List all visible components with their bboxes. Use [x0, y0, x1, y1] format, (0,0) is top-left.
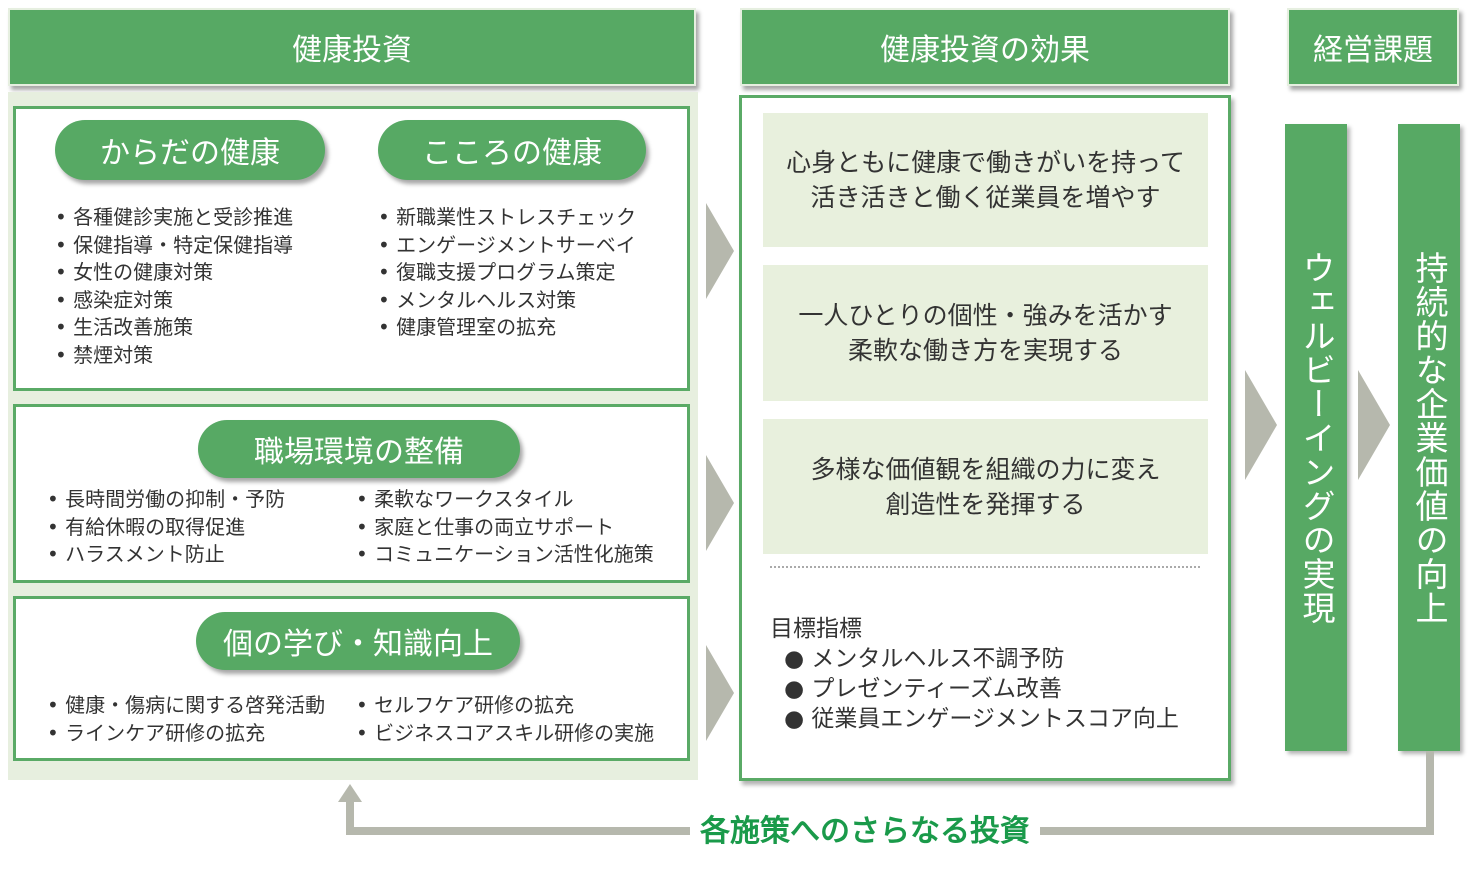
- header-management-issue: 経営課題: [1287, 8, 1459, 86]
- arrow-up-icon: [338, 784, 362, 802]
- list-item: 健康管理室の拡充: [378, 314, 636, 342]
- list-item: 女性の健康対策: [55, 259, 293, 287]
- effect-text: 多様な価値観を組織の力に変え: [810, 454, 1161, 484]
- list-item: 長時間労働の抑制・予防: [47, 486, 285, 514]
- arrow-right-icon: [706, 455, 734, 551]
- list-item: 柔軟なワークスタイル: [356, 486, 654, 514]
- effect-item: 心身ともに健康で働きがいを持って活き活きと働く従業員を増やす: [763, 113, 1208, 247]
- header-investment-effect: 健康投資の効果: [740, 8, 1230, 86]
- list-item: 家庭と仕事の両立サポート: [356, 514, 654, 542]
- bullet-icon: ●: [784, 676, 812, 702]
- arrow-right-icon: [1358, 370, 1390, 480]
- bullet-icon: ●: [784, 646, 812, 672]
- list-item: 保健指導・特定保健指導: [55, 232, 293, 260]
- effect-text: 活き活きと働く従業員を増やす: [810, 183, 1161, 212]
- workplace-list-right: 柔軟なワークスタイル 家庭と仕事の両立サポート コミュニケーション活性化施策: [356, 486, 654, 569]
- mind-health-pill: こころの健康: [378, 120, 646, 180]
- learning-pill: 個の学び・知識向上: [196, 612, 520, 670]
- kpi-item: プレゼンティーズム改善: [811, 676, 1062, 702]
- list-item: 有給休暇の取得促進: [47, 514, 285, 542]
- effect-item: 一人ひとりの個性・強みを活かす柔軟な働き方を実現する: [763, 265, 1208, 401]
- header-health-investment: 健康投資: [8, 8, 696, 86]
- workplace-pill: 職場環境の整備: [198, 420, 520, 478]
- list-item: 禁煙対策: [55, 342, 293, 370]
- list-item: セルフケア研修の拡充: [356, 692, 654, 720]
- body-health-list: 各種健診実施と受診推進 保健指導・特定保健指導 女性の健康対策 感染症対策 生活…: [55, 204, 293, 369]
- effect-text: 創造性を発揮する: [885, 489, 1086, 519]
- effect-text: 柔軟な働き方を実現する: [847, 336, 1123, 365]
- feedback-label: 各施策へのさらなる投資: [690, 812, 1040, 852]
- corporate-value-bar: 持続的な企業価値の向上: [1398, 124, 1460, 751]
- kpi-item: 従業員エンゲージメントスコア向上: [811, 706, 1179, 732]
- list-item: メンタルヘルス対策: [378, 287, 636, 315]
- list-item: 復職支援プログラム策定: [378, 259, 636, 287]
- bullet-icon: ●: [784, 706, 812, 732]
- arrow-right-icon: [706, 203, 734, 299]
- arrow-right-icon: [706, 645, 734, 741]
- list-item: ビジネスコアスキル研修の実施: [356, 720, 654, 748]
- feedback-line: [346, 800, 354, 835]
- kpi-section: 目標指標 ● メンタルヘルス不調予防 ● プレゼンティーズム改善 ● 従業員エン…: [770, 614, 1179, 734]
- list-item: 各種健診実施と受診推進: [55, 204, 293, 232]
- arrow-right-icon: [1245, 370, 1277, 480]
- list-item: 感染症対策: [55, 287, 293, 315]
- list-item: 健康・傷病に関する啓発活動: [47, 692, 325, 720]
- list-item: ハラスメント防止: [47, 541, 285, 569]
- kpi-title: 目標指標: [770, 616, 862, 642]
- list-item: コミュニケーション活性化施策: [356, 541, 654, 569]
- learning-list-left: 健康・傷病に関する啓発活動 ラインケア研修の拡充: [47, 692, 325, 747]
- effect-item: 多様な価値観を組織の力に変え創造性を発揮する: [763, 419, 1208, 554]
- mind-health-list: 新職業性ストレスチェック エンゲージメントサーベイ 復職支援プログラム策定 メン…: [378, 204, 636, 342]
- wellbeing-bar: ウェルビーイングの実現: [1285, 124, 1347, 751]
- divider: [770, 566, 1200, 568]
- workplace-list-left: 長時間労働の抑制・予防 有給休暇の取得促進 ハラスメント防止: [47, 486, 285, 569]
- body-health-pill: からだの健康: [55, 120, 325, 180]
- effect-text: 心身ともに健康で働きがいを持って: [786, 148, 1185, 177]
- list-item: ラインケア研修の拡充: [47, 720, 325, 748]
- kpi-item: メンタルヘルス不調予防: [811, 646, 1065, 672]
- list-item: 新職業性ストレスチェック: [378, 204, 636, 232]
- list-item: エンゲージメントサーベイ: [378, 232, 636, 260]
- effect-text: 一人ひとりの個性・強みを活かす: [798, 301, 1173, 330]
- feedback-line: [1426, 751, 1434, 835]
- learning-list-right: セルフケア研修の拡充 ビジネスコアスキル研修の実施: [356, 692, 654, 747]
- list-item: 生活改善施策: [55, 314, 293, 342]
